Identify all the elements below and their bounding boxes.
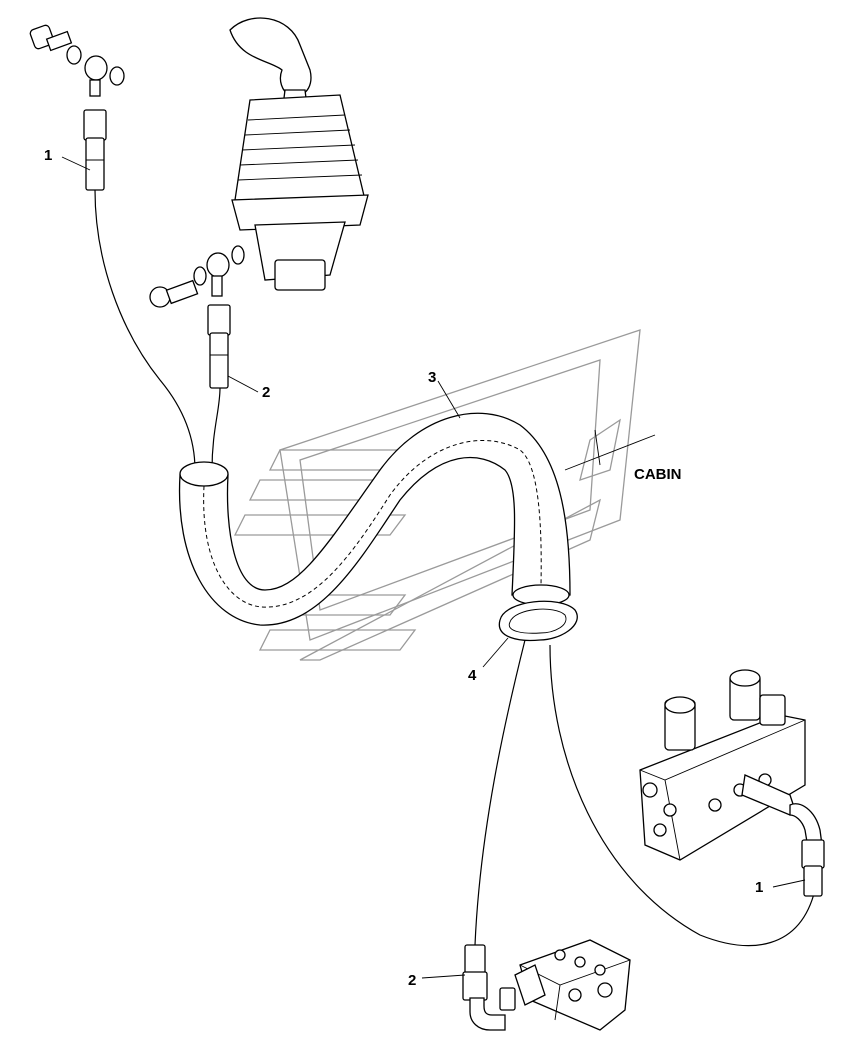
callout-1-top-leader (61, 156, 91, 171)
callout-2-bottom: 2 (408, 972, 416, 989)
hose-clip-item4 (498, 600, 578, 642)
hose-1-lower (549, 644, 816, 947)
hose-end-item2-top (207, 304, 231, 389)
cabin-leader-line (564, 434, 656, 471)
callout-1-bottom-leader (772, 879, 806, 888)
banjo-fitting-middle (149, 245, 245, 308)
callout-4-leader (482, 637, 509, 668)
banjo-fitting-top (29, 24, 125, 97)
cabin-leader-line-2 (594, 429, 601, 466)
callout-2-top: 2 (262, 384, 270, 401)
protective-sleeve-item3 (178, 412, 571, 626)
callout-1-bottom: 1 (755, 879, 763, 896)
callout-3-leader (437, 380, 461, 419)
hose-end-item1-bottom (789, 803, 825, 897)
hose-2-lower (474, 639, 526, 946)
hose-end-item2-bottom (462, 944, 516, 1031)
distribution-block-bottom (514, 939, 631, 1031)
callout-4: 4 (468, 667, 477, 684)
cabin-label: CABIN (634, 466, 682, 483)
hose-end-item1-top (83, 109, 107, 191)
joystick-lever (229, 17, 369, 291)
hose-2-upper (211, 387, 221, 471)
callout-1-top: 1 (44, 147, 52, 164)
callout-3: 3 (428, 369, 436, 386)
callout-2-top-leader (227, 375, 259, 393)
valve-block-right (639, 669, 806, 861)
hose-1-upper (94, 189, 196, 471)
background-watermark (233, 329, 641, 661)
callout-2-bottom-leader (421, 974, 466, 979)
